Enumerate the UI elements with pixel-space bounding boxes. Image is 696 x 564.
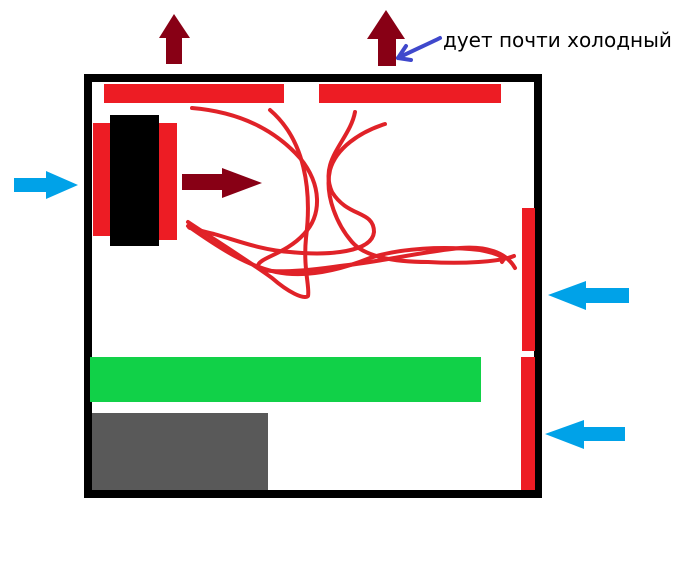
top-fan-left (104, 84, 284, 103)
case-outline (84, 74, 542, 498)
note-pointer-arrow-icon (396, 36, 442, 62)
side-intake-arrow-icon-upper (548, 281, 629, 310)
top-fan-right (319, 84, 501, 103)
exhaust-arrow-up-icon-right (367, 10, 405, 66)
annotation-text: дует почти холодный (443, 28, 672, 52)
cpu-cooler-fan-left (93, 123, 112, 236)
front-intake-arrow-icon (14, 171, 78, 199)
side-intake-arrow-icon-lower (545, 420, 625, 449)
side-fan-upper (522, 208, 535, 351)
side-fan-lower (521, 357, 535, 490)
exhaust-arrow-up-icon-left (159, 14, 190, 64)
cpu-cooler-heatsink (110, 115, 159, 246)
cpu-cooler-fan-right (157, 123, 177, 240)
airflow-turbulence-scribble (186, 106, 517, 299)
psu-block (92, 413, 268, 490)
gpu-block (90, 357, 481, 402)
cooler-arrow-right-icon (182, 168, 262, 198)
